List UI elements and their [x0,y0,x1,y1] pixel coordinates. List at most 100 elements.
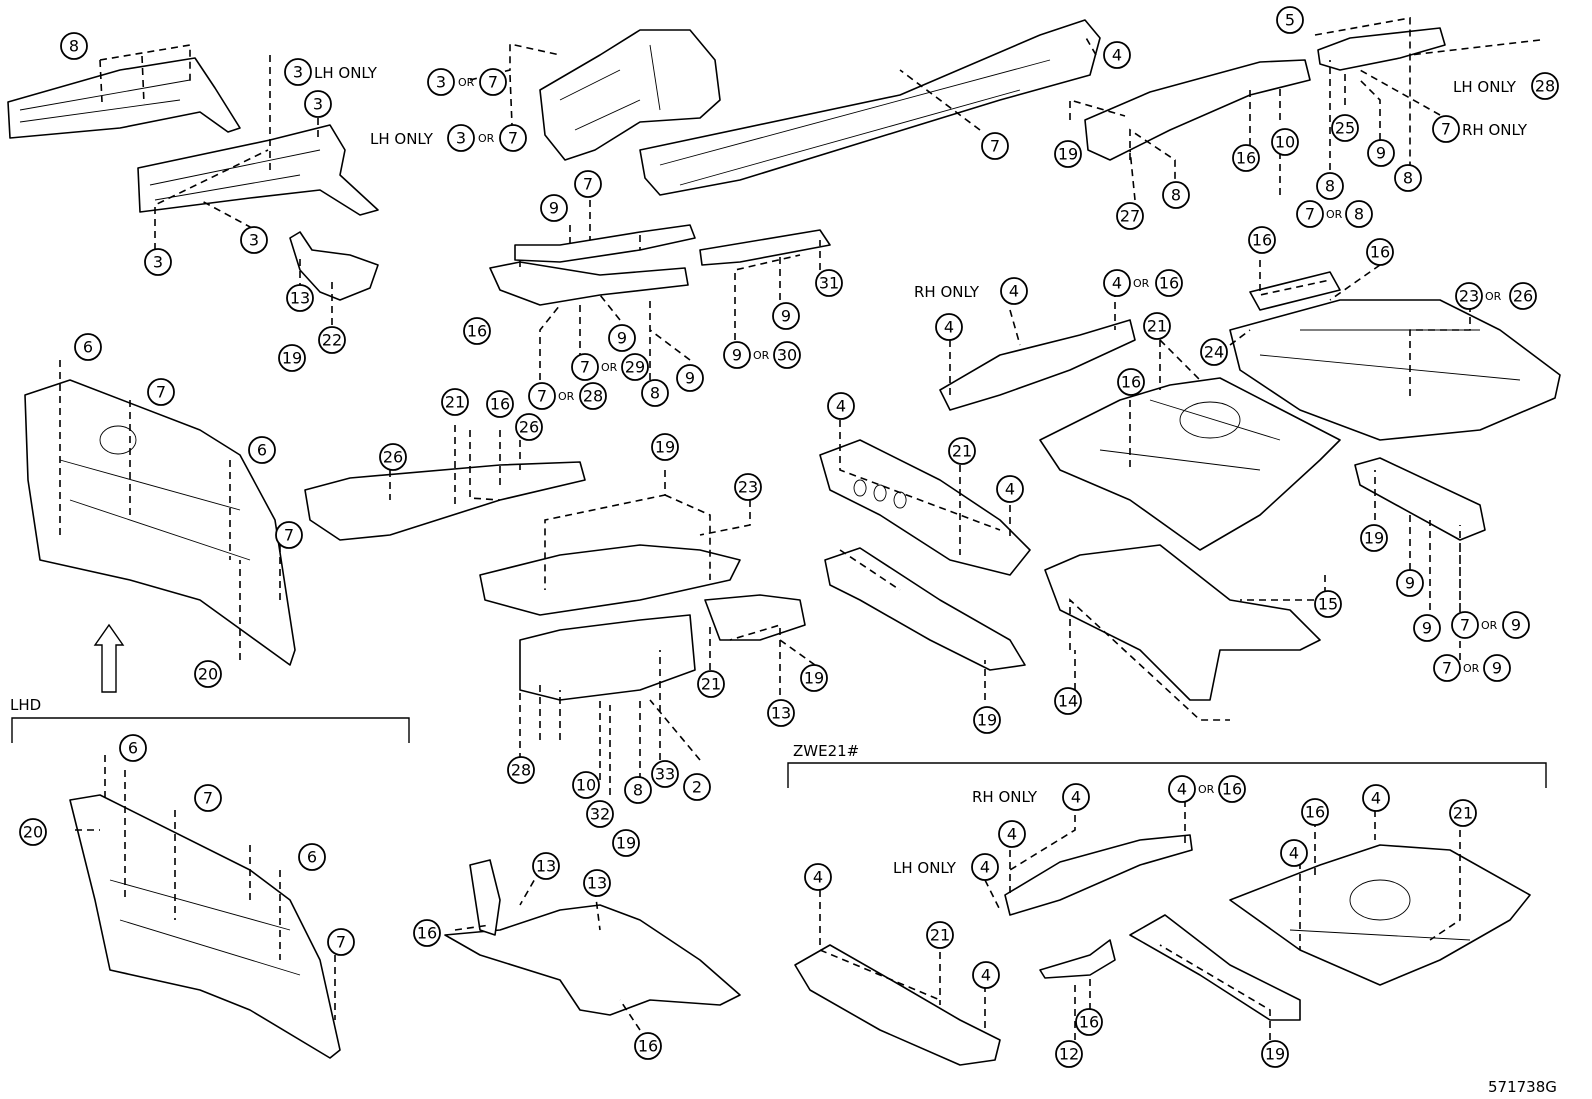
callout-20: 20 [194,660,222,688]
callout-7: 7 [571,353,599,381]
callout-3: 3 [284,58,312,86]
callout-4: 4 [971,853,999,881]
up-arrow-icon [93,623,125,693]
part-dash-panel-upper [24,379,296,666]
svg-text:25: 25 [1335,119,1355,138]
svg-text:4: 4 [1289,844,1299,863]
callout-24: 24 [1200,338,1228,366]
callout-21: 21 [1449,799,1477,827]
part-panel-rh-4 [939,319,1136,411]
svg-text:16: 16 [638,1037,658,1056]
svg-text:16: 16 [467,322,487,341]
svg-text:16: 16 [490,395,510,414]
callout-7: 7 [1432,115,1460,143]
callout-3: 3 [240,226,268,254]
svg-text:31: 31 [819,274,839,293]
callout-33: 33 [651,760,679,788]
callout-16: 16 [1075,1008,1103,1036]
label-rh-only: RH ONLY [972,788,1038,806]
callout-9: 9 [608,324,636,352]
svg-text:8: 8 [1403,169,1413,188]
callout-6: 6 [298,843,326,871]
callout-21: 21 [1143,312,1171,340]
svg-text:8: 8 [1354,205,1364,224]
callout-22: 22 [318,326,346,354]
svg-text:19: 19 [1364,529,1384,548]
svg-text:23: 23 [738,478,758,497]
callout-30: 30 [773,341,801,369]
svg-text:7: 7 [990,137,1000,156]
svg-text:4: 4 [1112,46,1122,65]
callout-19: 19 [1054,140,1082,168]
svg-text:7: 7 [1460,616,1470,635]
svg-text:33: 33 [655,765,675,784]
callout-4: 4 [972,961,1000,989]
callout-13: 13 [532,852,560,880]
svg-text:28: 28 [1535,77,1555,96]
label-lh-only: LH ONLY [314,64,378,82]
svg-text:30: 30 [777,346,797,365]
callout-8: 8 [60,32,88,60]
callout-16: 16 [413,919,441,947]
svg-text:4: 4 [1007,825,1017,844]
svg-text:16: 16 [1305,803,1325,822]
label-or: OR [1133,277,1150,290]
callout-9: 9 [1413,614,1441,642]
svg-text:16: 16 [1252,231,1272,250]
callout-28: 28 [579,382,607,410]
callout-6: 6 [248,436,276,464]
label-or: OR [1485,290,1502,303]
svg-text:13: 13 [587,874,607,893]
svg-text:29: 29 [625,358,645,377]
callout-28: 28 [1531,72,1559,100]
callout-7: 7 [574,170,602,198]
part-subframe-front [444,904,741,1016]
svg-text:19: 19 [804,669,824,688]
svg-text:7: 7 [1441,120,1451,139]
callout-25: 25 [1331,114,1359,142]
callout-16: 16 [1117,368,1145,396]
label-rh-only: RH ONLY [1462,121,1528,139]
part-bracket-13 [289,231,379,301]
callout-4: 4 [1362,784,1390,812]
svg-text:4: 4 [981,966,991,985]
zwe21-bracket [787,762,1547,788]
part-zwe-floor [1229,844,1531,986]
svg-text:32: 32 [590,805,610,824]
callout-16: 16 [1155,269,1183,297]
svg-text:7: 7 [284,526,294,545]
svg-text:7: 7 [1305,205,1315,224]
callout-2: 2 [683,773,711,801]
svg-text:14: 14 [1058,692,1078,711]
svg-text:20: 20 [198,665,218,684]
svg-text:15: 15 [1318,595,1338,614]
svg-text:8: 8 [633,781,643,800]
svg-text:8: 8 [1325,177,1335,196]
callout-13: 13 [583,869,611,897]
callout-16: 16 [1366,238,1394,266]
callout-15: 15 [1314,590,1342,618]
svg-text:4: 4 [836,397,846,416]
svg-text:12: 12 [1059,1045,1079,1064]
callout-19: 19 [612,829,640,857]
part-rear-member-19 [1354,457,1486,541]
label-or: OR [558,390,575,403]
svg-text:13: 13 [536,857,556,876]
label-rh-only: RH ONLY [914,283,980,301]
svg-text:13: 13 [290,289,310,308]
part-member-9-7 [514,224,696,263]
svg-text:9: 9 [1422,619,1432,638]
svg-text:10: 10 [576,776,596,795]
callout-16: 16 [1232,144,1260,172]
svg-text:22: 22 [322,331,342,350]
callout-3: 3 [427,68,455,96]
callout-4: 4 [804,863,832,891]
callout-9: 9 [772,302,800,330]
svg-text:27: 27 [1120,207,1140,226]
callout-26: 26 [515,413,543,441]
callout-7: 7 [147,378,175,406]
callout-16: 16 [463,317,491,345]
svg-text:13: 13 [771,704,791,723]
callout-3: 3 [144,248,172,276]
